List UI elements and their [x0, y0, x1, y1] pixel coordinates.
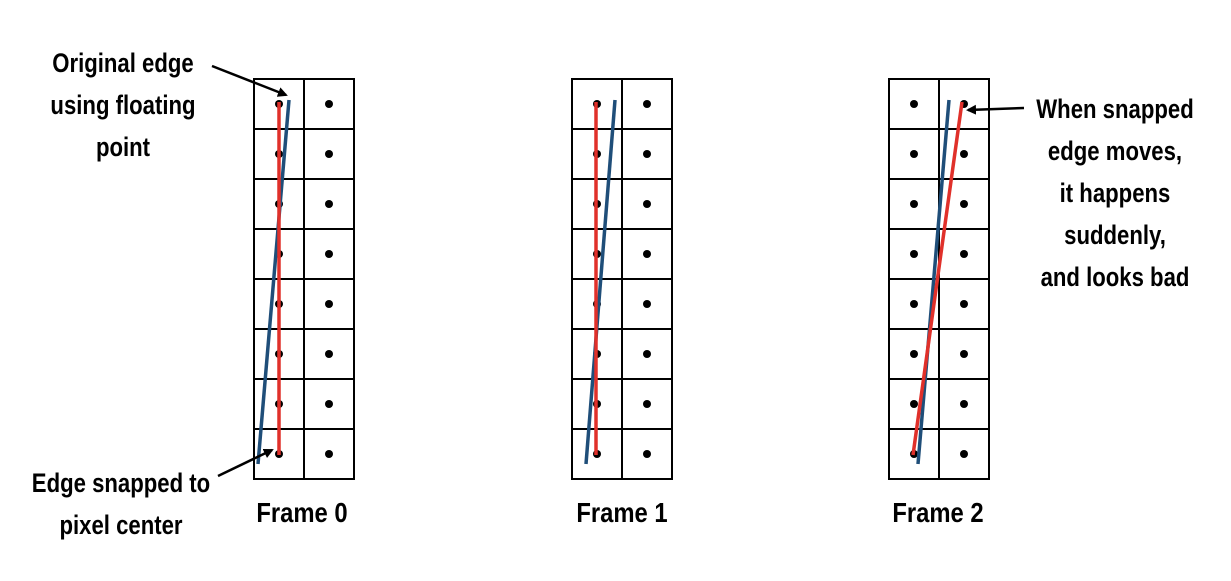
original-edge-label-line-2: using floating: [50, 90, 196, 120]
pixel-center-dot: [325, 150, 333, 158]
snapped-edge-label: Edge snapped to pixel center: [27, 462, 216, 546]
snapped-edge-arrow: [217, 448, 274, 478]
pixel-center-dot: [325, 300, 333, 308]
pixel-grid-frame-2: [888, 78, 990, 480]
pixel-center-dot: [643, 200, 651, 208]
pixel-center-dot: [960, 400, 968, 408]
original-edge-label: Original edge using floating point: [37, 42, 209, 168]
pixel-center-dot: [643, 400, 651, 408]
pixel-cell: [938, 428, 990, 480]
pixel-center-dot: [643, 100, 651, 108]
pixel-center-dot: [325, 250, 333, 258]
pixel-center-dot: [325, 350, 333, 358]
pixel-center-dot: [960, 350, 968, 358]
original-edge-line-frame-1: [584, 99, 617, 465]
original-edge-label-line-1: Original edge: [52, 48, 194, 78]
snapped-edge-line-frame-2: [911, 101, 964, 456]
pixel-center-dot: [910, 350, 918, 358]
frame-2-title: Frame 2: [892, 497, 984, 528]
moves-suddenly-label: When snapped edge moves, it happens sudd…: [1029, 88, 1201, 298]
pixel-center-dot: [910, 400, 918, 408]
pixel-cell: [621, 428, 673, 480]
pixel-center-dot: [910, 100, 918, 108]
moves-suddenly-line-1: When snapped: [1036, 94, 1194, 124]
pixel-center-dot: [910, 250, 918, 258]
pixel-center-dot: [643, 150, 651, 158]
pixel-center-dot: [325, 200, 333, 208]
frame-1-title: Frame 1: [576, 497, 668, 528]
frame-0-title: Frame 0: [256, 497, 348, 528]
pixel-center-dot: [643, 250, 651, 258]
moves-suddenly-line-5: and looks bad: [1040, 262, 1190, 292]
pixel-center-dot: [910, 300, 918, 308]
pixel-center-dot: [325, 400, 333, 408]
original-edge-line-frame-0: [256, 99, 291, 465]
pixel-cell: [303, 428, 355, 480]
moves-suddenly-arrow: [966, 104, 1025, 115]
pixel-center-dot: [643, 450, 651, 458]
snapped-edge-label-line-1: Edge snapped to: [31, 468, 211, 498]
original-edge-line-frame-2: [916, 99, 951, 465]
pixel-center-dot: [960, 450, 968, 458]
moves-suddenly-line-4: suddenly,: [1064, 220, 1166, 250]
pixel-center-dot: [643, 300, 651, 308]
snapped-edge-label-line-2: pixel center: [59, 510, 183, 540]
moves-suddenly-line-3: it happens: [1059, 178, 1171, 208]
moves-suddenly-line-2: edge moves,: [1047, 136, 1183, 166]
original-edge-label-line-3: point: [95, 132, 151, 162]
pixel-center-dot: [960, 300, 968, 308]
pixel-center-dot: [643, 350, 651, 358]
pixel-center-dot: [325, 100, 333, 108]
original-edge-arrow: [211, 64, 288, 97]
pixel-grid-frame-0: [253, 78, 355, 480]
pixel-center-dot: [910, 150, 918, 158]
pixel-center-dot: [960, 200, 968, 208]
pixel-center-dot: [960, 250, 968, 258]
pixel-center-dot: [910, 200, 918, 208]
pixel-grid-frame-1: [571, 78, 673, 480]
pixel-center-dot: [325, 450, 333, 458]
pixel-center-dot: [960, 150, 968, 158]
